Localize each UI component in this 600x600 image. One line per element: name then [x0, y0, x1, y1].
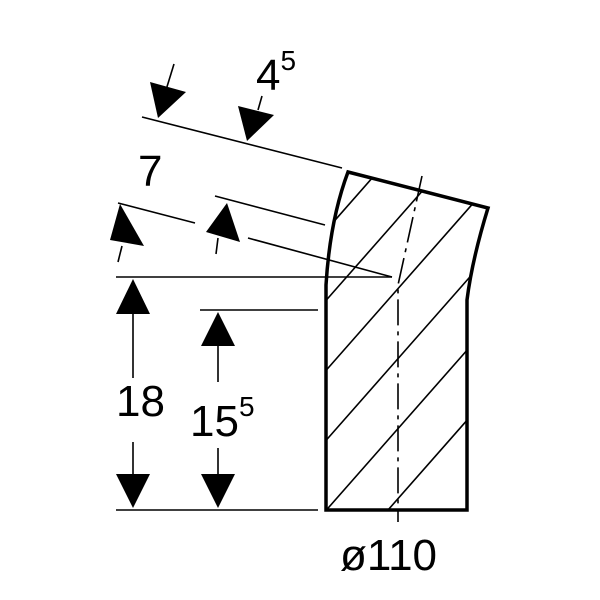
dim-18: 18 [116, 377, 165, 426]
arrow-15-5-top [201, 312, 235, 346]
dim-4-5: 45 [256, 45, 296, 100]
dim-diameter-110: ø110 [340, 531, 437, 580]
arrow-7-left [110, 204, 144, 246]
arrow-7-right [206, 203, 240, 242]
fitting-outline [324, 169, 491, 512]
arrow-4-5-left [150, 82, 186, 118]
centerline [397, 175, 423, 522]
dimension-labels: 45 7 18 155 ø110 [116, 45, 437, 580]
arrow-15-5-bottom [201, 474, 235, 508]
arrow-4-5-right [238, 106, 274, 141]
dim-7: 7 [138, 147, 162, 196]
arrow-18-top [116, 279, 150, 314]
arrowheads [110, 82, 274, 508]
dim-15-5: 155 [190, 391, 255, 446]
arrow-18-bottom [116, 474, 150, 508]
